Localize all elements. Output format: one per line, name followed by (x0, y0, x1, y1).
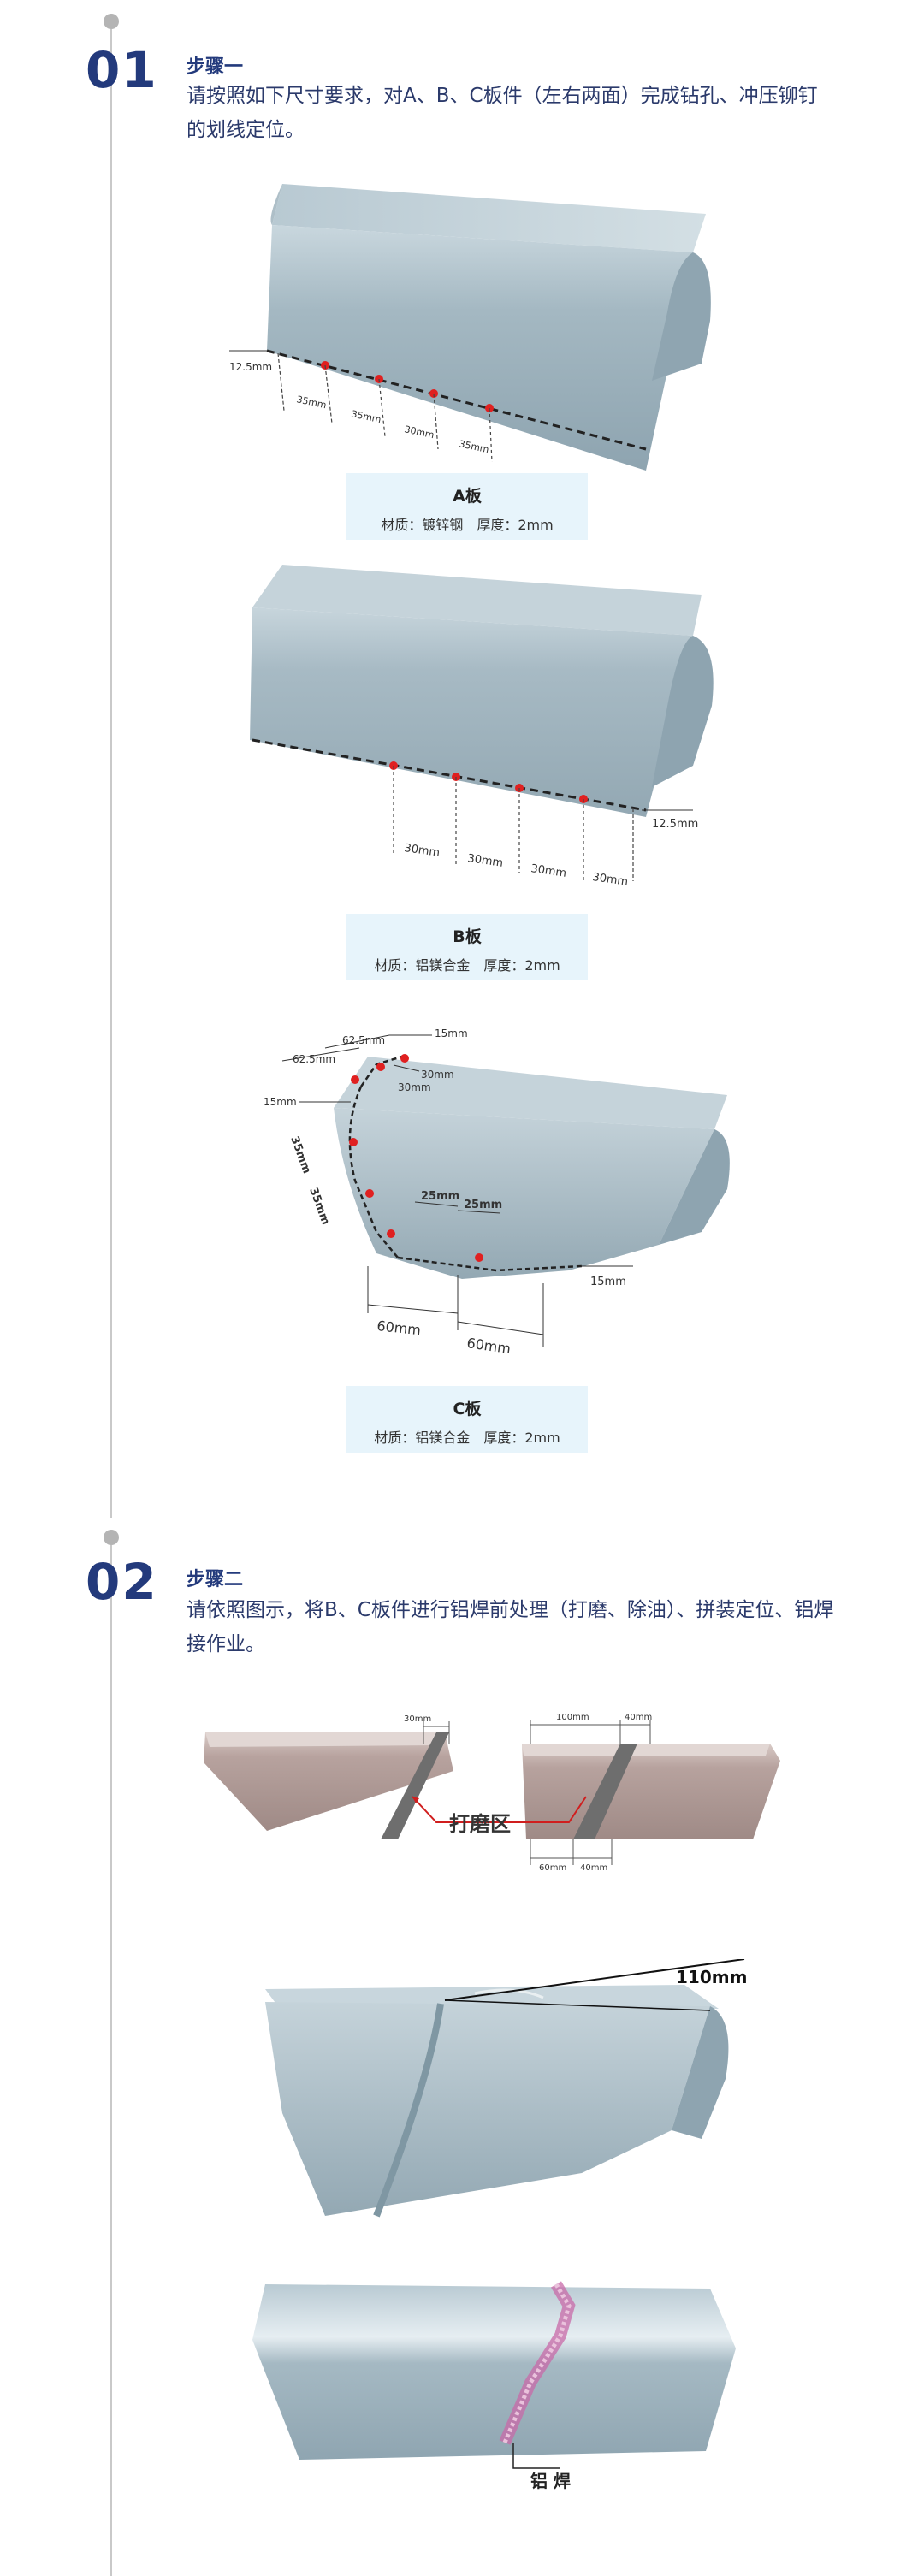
marker-dot (365, 1189, 374, 1198)
timeline-line-2 (110, 1545, 112, 2576)
step-1-number: 01 (86, 41, 158, 99)
weld-label: 铝 焊 (530, 2471, 571, 2491)
dim-label: 30mm (404, 1714, 431, 1724)
panel-c-spec: 材质：铝镁合金 厚度：2mm (374, 1430, 560, 1446)
dim-label: 12.5mm (229, 361, 272, 373)
dim-label: 30mm (466, 852, 504, 870)
step-1-description: 请按照如下尺寸要求，对A、B、C板件（左右两面）完成钻孔、冲压铆钉的划线定位。 (187, 85, 818, 141)
dim-label: 15mm (590, 1276, 626, 1288)
dim-label: 40mm (625, 1713, 652, 1722)
panel-b-figure: 30mm 30mm 30mm 30mm 12.5mm (250, 565, 714, 885)
dim-label: 30mm (403, 423, 435, 441)
panel-b-name: B板 (453, 927, 482, 946)
timeline-line-1 (110, 29, 112, 1518)
dim-label: 12.5mm (652, 818, 698, 831)
dim-label: 30mm (421, 1069, 454, 1081)
dim-label: 100mm (556, 1713, 589, 1722)
dim-label: 40mm (580, 1863, 607, 1873)
timeline-dot-2 (104, 1530, 119, 1545)
dim-label: 62.5mm (342, 1034, 385, 1046)
dim-label: 60mm (376, 1318, 422, 1338)
dim-label: 35mm (295, 394, 327, 411)
assembly-figure: 110mm (265, 1959, 747, 2218)
panel-c-figure: 62.5mm 62.5mm 15mm 30mm 30mm 15mm 35mm 3… (264, 1027, 730, 1357)
marker-dot (376, 1063, 385, 1071)
panel-a-name: A板 (453, 487, 482, 506)
timeline-dot-1 (104, 14, 119, 29)
dim-label: 62.5mm (293, 1053, 335, 1065)
marker-dot (351, 1075, 359, 1084)
step-2-description: 请依照图示，将B、C板件进行铝焊前处理（打磨、除油）、拼装定位、铝焊接作业。 (187, 1599, 834, 1655)
dim-label: 25mm (421, 1190, 459, 1203)
dim-label: 35mm (350, 408, 382, 425)
dim-label: 60mm (465, 1335, 512, 1357)
grind-zone-label: 打磨区 (449, 1812, 511, 1836)
panel-a-spec: 材质：镀锌钢 厚度：2mm (381, 517, 554, 533)
dim-label: 30mm (530, 862, 567, 880)
panel-a-figure: 12.5mm 35mm 35mm 30mm 35mm (229, 184, 711, 471)
dim-label: 30mm (591, 871, 629, 885)
marker-dot (387, 1229, 395, 1238)
dim-label: 60mm (539, 1863, 566, 1873)
dim-label: 15mm (435, 1027, 468, 1039)
dim-label: 30mm (403, 842, 441, 860)
panel-b-spec: 材质：铝镁合金 厚度：2mm (374, 957, 560, 974)
weld-figure: 铝 焊 (252, 2281, 736, 2491)
dim-label: 110mm (676, 1967, 747, 1987)
step-2-title: 步骤二 (187, 1569, 244, 1590)
dim-label: 35mm (306, 1186, 332, 1227)
marker-dot (475, 1253, 483, 1262)
panel-c-label: C板 材质：铝镁合金 厚度：2mm (346, 1386, 588, 1453)
panel-b-label: B板 材质：铝镁合金 厚度：2mm (346, 914, 588, 980)
step-1-title: 步骤一 (187, 56, 244, 78)
panel-c-name: C板 (453, 1400, 482, 1418)
dim-label: 15mm (264, 1096, 297, 1108)
marker-dot (349, 1138, 358, 1146)
grind-zone-figure: 打磨区 30mm 100mm 40mm 60mm 40mm (204, 1713, 780, 1873)
panel-a-label: A板 材质：镀锌钢 厚度：2mm (346, 473, 588, 540)
dim-label: 25mm (464, 1199, 502, 1211)
dim-label: 35mm (458, 438, 489, 455)
dim-label: 35mm (287, 1134, 313, 1175)
dim-label: 30mm (398, 1081, 431, 1093)
step-2-number: 02 (86, 1553, 158, 1611)
marker-dot (400, 1054, 409, 1063)
